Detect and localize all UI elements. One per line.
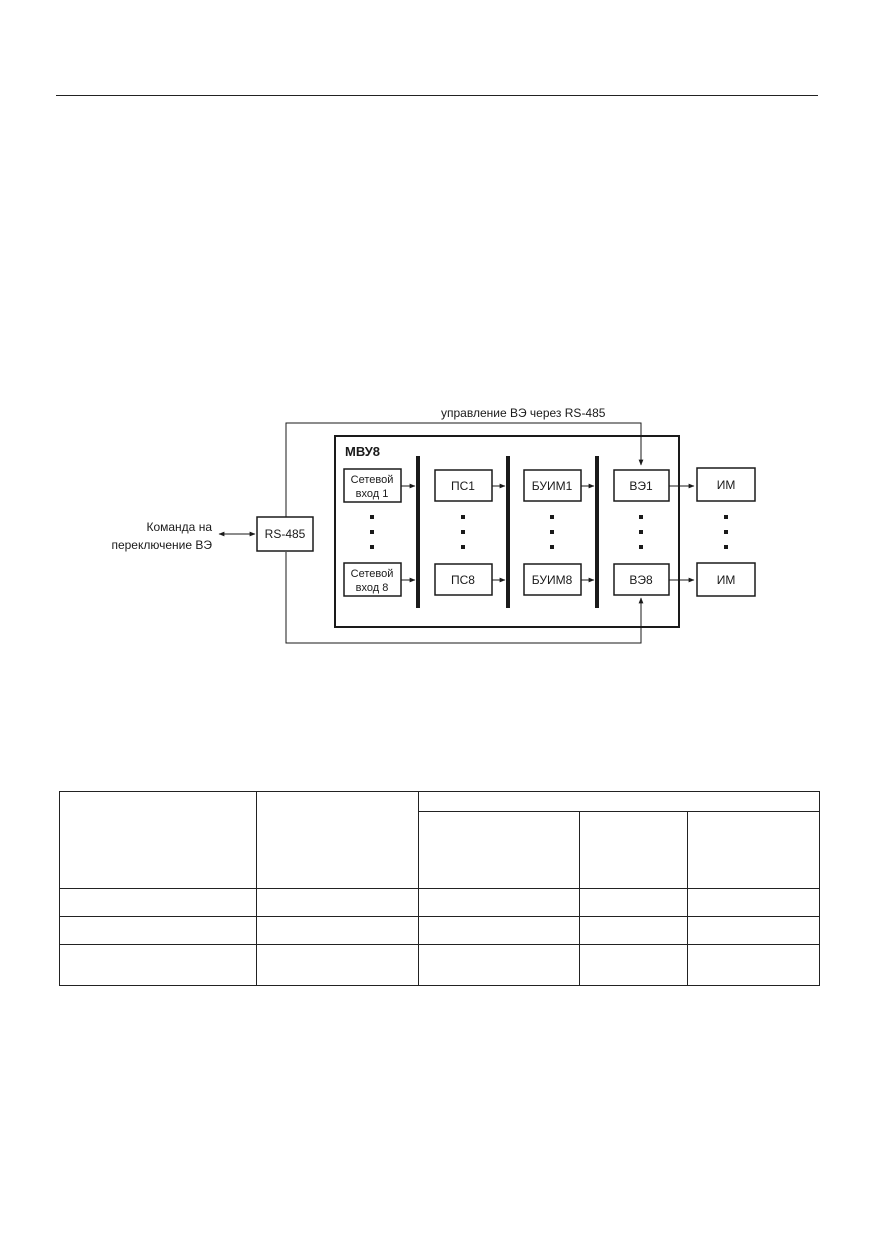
rs485-label: RS-485 (265, 527, 306, 541)
block-diagram: управление ВЭ через RS-485 Команда на пе… (111, 406, 756, 644)
im1-block (696, 467, 756, 502)
table-row (59, 944, 821, 986)
table-header-cell (59, 791, 257, 889)
table-row (59, 916, 821, 945)
spec-table (59, 791, 821, 986)
im8-label: ИМ (717, 573, 736, 587)
im8-block (696, 562, 756, 597)
ve8-block (613, 563, 670, 596)
network-input-1-label: Сетевой (351, 474, 394, 486)
table-header-cell (418, 811, 580, 889)
im1-label: ИМ (717, 478, 736, 492)
network-input-1-label: вход 1 (356, 488, 389, 500)
buim8-label: БУИМ8 (532, 573, 573, 587)
rs485-block (256, 516, 314, 552)
buim1-block (523, 469, 582, 502)
module-frame (334, 435, 680, 628)
control-line-top (285, 422, 644, 517)
table-row (59, 888, 821, 917)
table-header-group (417, 791, 821, 812)
module-title: МВУ8 (345, 444, 380, 459)
table-header-cell (686, 811, 821, 889)
top-control-label: управление ВЭ через RS-485 (441, 406, 606, 420)
network-input-8-label: Сетевой (351, 568, 394, 580)
control-line-bottom (285, 552, 644, 644)
network-input-8-label: вход 8 (356, 582, 389, 594)
ps1-label: ПС1 (451, 479, 475, 493)
command-label-line2: переключение ВЭ (111, 538, 212, 552)
buim1-label: БУИМ1 (532, 479, 573, 493)
command-label-line1: Команда на (146, 520, 212, 534)
table-header-cell (579, 811, 688, 889)
ellipsis-dots (370, 515, 728, 549)
ps8-label: ПС8 (451, 573, 475, 587)
network-input-8-block (343, 562, 402, 597)
table-header-cell (256, 791, 419, 889)
ve8-label: ВЭ8 (629, 573, 653, 587)
header-rule (56, 95, 818, 96)
ve1-label: ВЭ1 (629, 479, 653, 493)
